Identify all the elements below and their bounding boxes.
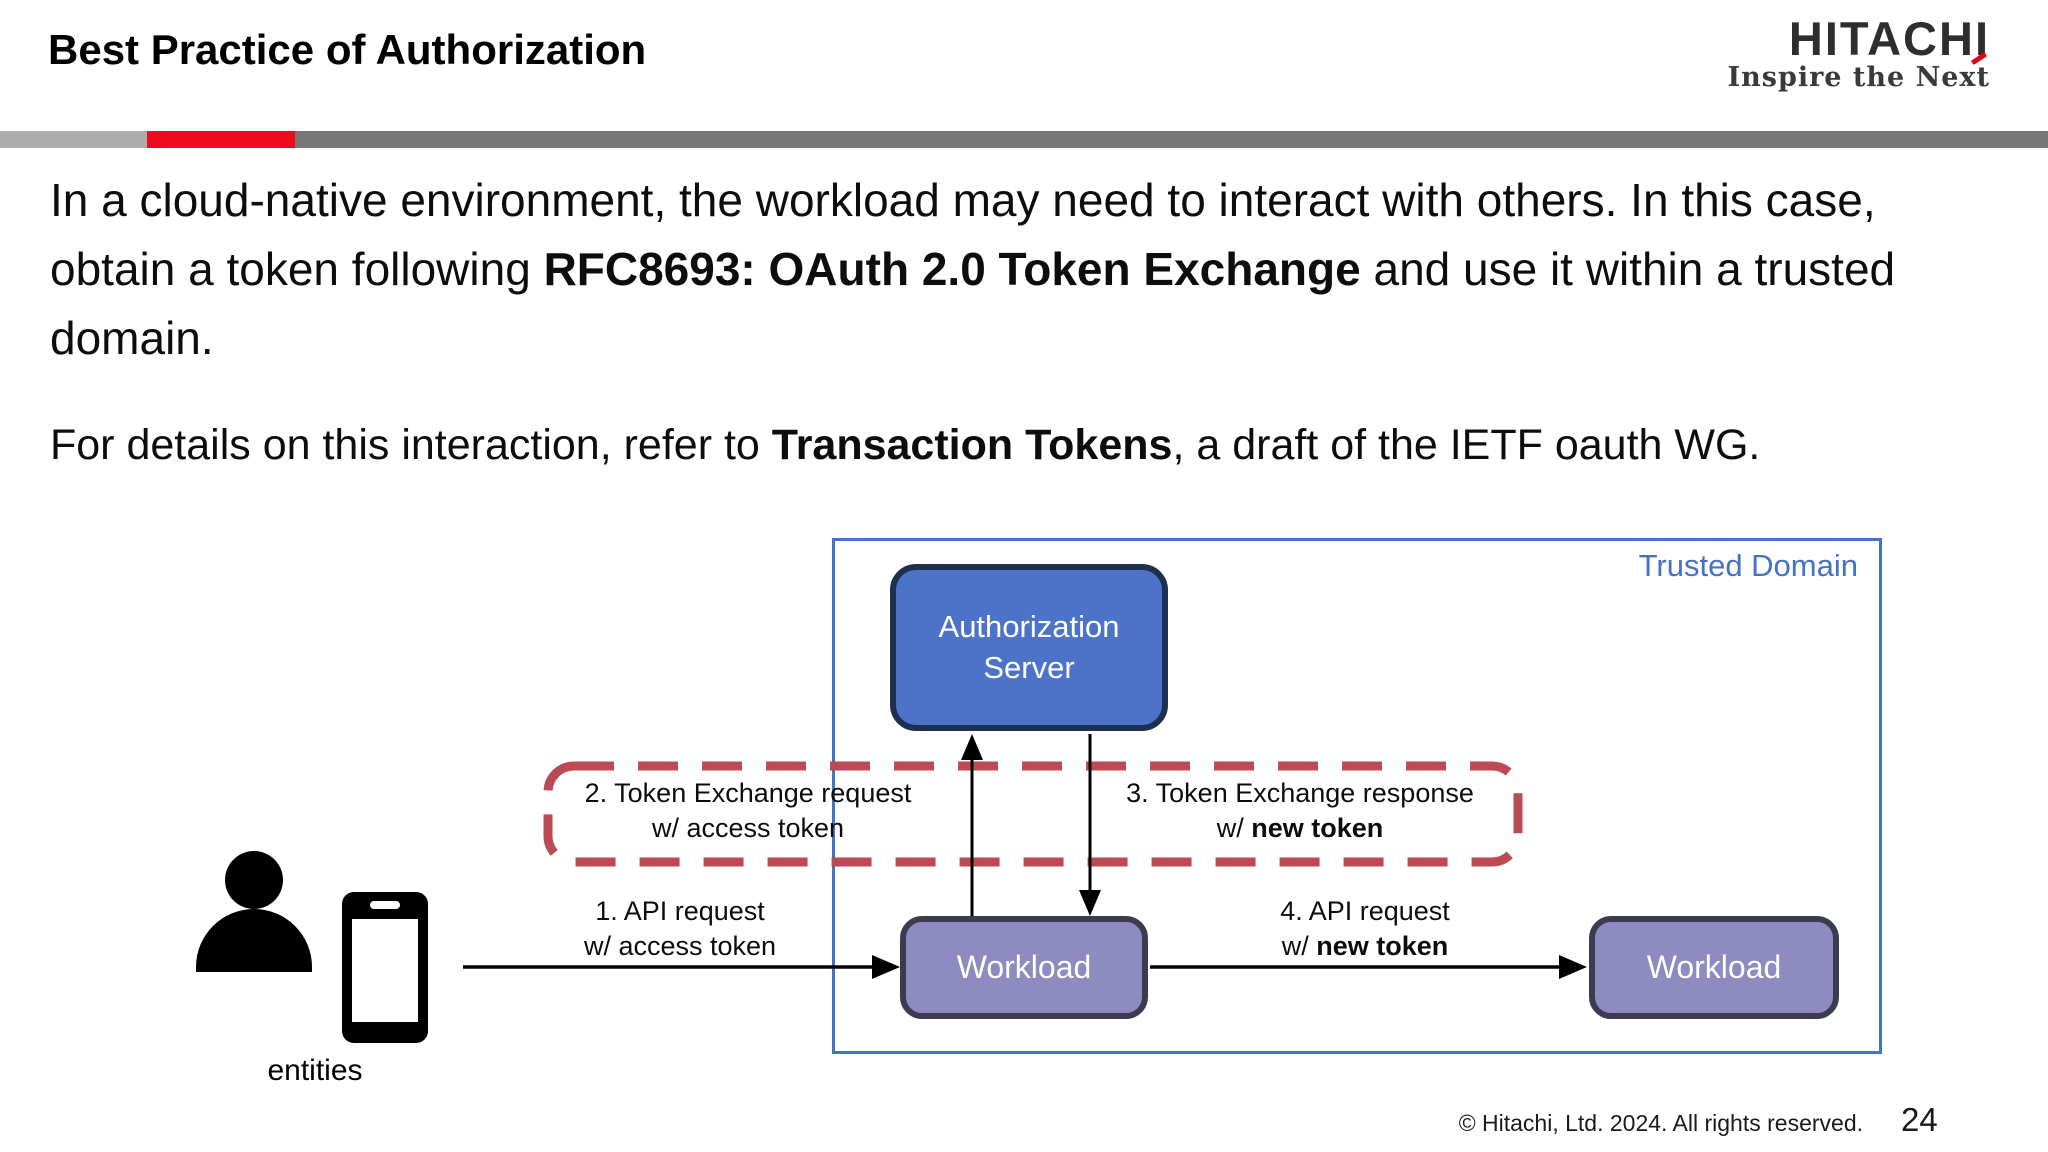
- divider-bar-red-segment: [147, 131, 295, 148]
- para1-text-2: and use it within a trusted domain.: [50, 243, 1896, 364]
- label-token-exchange-request: 2. Token Exchange request w/ access toke…: [548, 776, 948, 845]
- copyright-notice: © Hitachi, Ltd. 2024. All rights reserve…: [1458, 1110, 1863, 1136]
- label-step4-line2-prefix: w/: [1281, 930, 1317, 961]
- body-paragraph-1: In a cloud-native environment, the workl…: [50, 166, 1910, 373]
- label-token-exchange-response: 3. Token Exchange response w/ new token: [1100, 776, 1500, 845]
- hitachi-logo-tagline-text: Inspire the Next: [1727, 62, 1990, 94]
- page-number: 24: [1901, 1101, 1938, 1138]
- label-step3-line2-prefix: w/: [1216, 812, 1252, 843]
- label-step1-line1: 1. API request: [595, 896, 765, 926]
- person-icon: [196, 851, 312, 972]
- person-icon-torso: [196, 909, 312, 972]
- authorization-server-label-line2: Server: [983, 649, 1075, 685]
- divider-bar: [0, 131, 2048, 148]
- label-step4-line1: 4. API request: [1280, 896, 1450, 926]
- label-step4-line2-bold: new token: [1316, 930, 1449, 961]
- hitachi-logo: HITACHI Inspire the Next: [1727, 14, 1990, 93]
- label-step4-line2: w/ new token: [1165, 929, 1565, 964]
- para1-text-1: In a cloud-native environment, the workl…: [50, 174, 1876, 295]
- label-api-request-4: 4. API request w/ new token: [1165, 894, 1565, 963]
- hitachi-logo-brand: HITACHI: [1788, 12, 1990, 65]
- label-step1-line2: w/ access token: [583, 930, 777, 961]
- authorization-server-box: Authorization Server: [890, 564, 1168, 731]
- body-paragraph-2: For details on this interaction, refer t…: [50, 412, 1830, 479]
- entities-label: entities: [267, 1054, 363, 1087]
- divider-bar-dark-segment: [295, 131, 2048, 148]
- divider-bar-light-segment: [0, 131, 147, 148]
- smartphone-icon-screen: [352, 919, 418, 1022]
- para2-text-2: , a draft of the IETF oauth WG.: [1172, 421, 1761, 469]
- para2-bold-transaction-tokens: Transaction Tokens: [771, 421, 1173, 469]
- authorization-server-label-line1: Authorization: [938, 609, 1120, 645]
- trusted-domain-label: Trusted Domain: [1638, 548, 1858, 583]
- label-step3-line2-bold: new token: [1251, 812, 1384, 843]
- para1-bold-rfc: RFC8693: OAuth 2.0 Token Exchange: [543, 243, 1361, 295]
- page-title: Best Practice of Authorization: [48, 26, 647, 73]
- workload-box-2: Workload: [1589, 916, 1839, 1019]
- label-step2-line1: 2. Token Exchange request: [584, 778, 912, 808]
- label-api-request-1: 1. API request w/ access token: [480, 894, 880, 963]
- label-step3-line1: 3. Token Exchange response: [1126, 778, 1474, 808]
- smartphone-icon: [342, 892, 428, 1043]
- smartphone-icon-speaker: [370, 901, 400, 909]
- workload-box-1: Workload: [900, 916, 1148, 1019]
- label-step2-line2: w/ access token: [651, 812, 845, 843]
- hitachi-logo-tagline: Inspire the Next: [1727, 52, 1990, 94]
- label-step3-line2: w/ new token: [1100, 811, 1500, 846]
- para2-text-1: For details on this interaction, refer t…: [50, 421, 772, 469]
- person-icon-head: [225, 851, 283, 909]
